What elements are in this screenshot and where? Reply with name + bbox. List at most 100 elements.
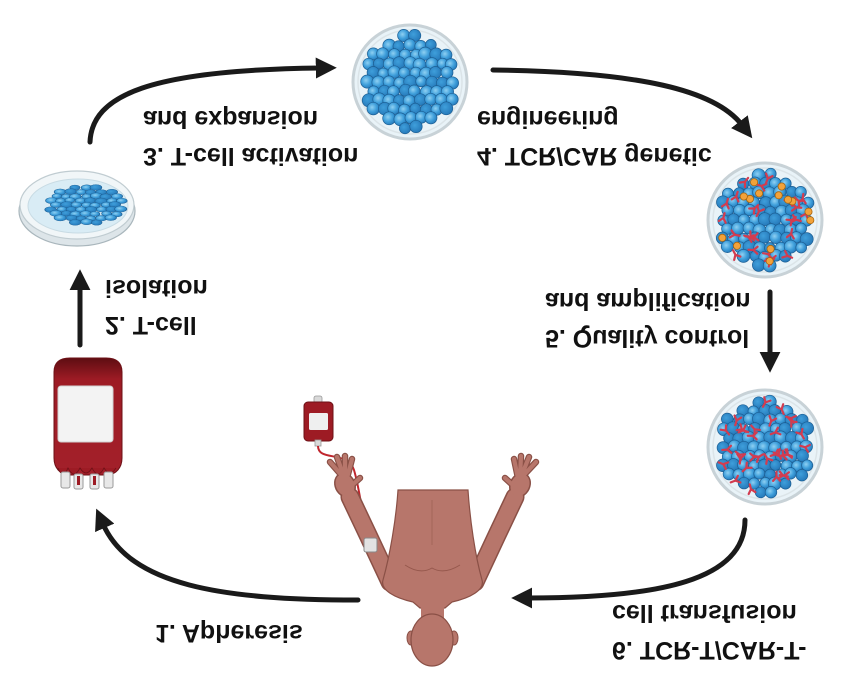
cell — [69, 219, 82, 226]
right-arm — [467, 489, 523, 590]
blood-bag-label — [57, 385, 114, 443]
car-receptor — [747, 245, 759, 255]
iv-bag-port — [314, 439, 322, 447]
car-receptor — [752, 453, 765, 463]
step-3-label: 3. T-cell activation and expansion — [143, 100, 358, 174]
dish-inner-rim — [357, 29, 463, 135]
cell — [89, 211, 101, 217]
car-receptor — [729, 474, 742, 484]
petri-dish-expansion-icon — [351, 23, 469, 141]
car-receptor — [763, 453, 774, 465]
cell-cluster — [716, 394, 814, 499]
car-receptor — [775, 403, 785, 415]
cell — [366, 101, 380, 116]
iv-cannula-icon — [363, 537, 378, 553]
cell-cluster — [44, 184, 128, 226]
car-receptor-group — [717, 172, 809, 268]
car-receptor — [747, 483, 757, 496]
antigen-particle — [765, 257, 774, 266]
cell — [439, 101, 454, 116]
step-6-line-2: cell transfusion — [612, 599, 797, 627]
car-receptor — [743, 234, 755, 243]
car-receptor — [728, 229, 741, 239]
car-engineered-cells-icon — [706, 161, 824, 279]
antigen-particle — [774, 191, 783, 200]
step-5-label: 5. Quality control and amplification — [545, 282, 751, 356]
car-receptor — [730, 190, 740, 203]
car-receptor — [755, 182, 768, 192]
car-receptor — [721, 444, 733, 454]
cell — [720, 240, 734, 253]
cell — [399, 122, 411, 135]
car-receptor — [733, 414, 743, 427]
step-3-line-2: and expansion — [143, 105, 319, 133]
car-receptor — [755, 205, 765, 218]
step-4-line-1: 4. TCR/CAR genetic — [477, 142, 712, 170]
car-receptor — [768, 414, 778, 427]
blood-bag-bottom-drips — [57, 467, 117, 475]
antigen-particle — [755, 189, 764, 198]
arrow-isolation-to-activation — [87, 57, 337, 145]
car-receptor — [735, 423, 748, 434]
car-receptor — [719, 424, 731, 436]
antigen-particle — [718, 233, 727, 242]
left-palm — [335, 473, 355, 497]
antigen-particle — [750, 178, 759, 187]
step-5-line-2: and amplification — [545, 287, 751, 315]
car-receptor — [746, 431, 758, 441]
petri-dish-small-icon — [18, 170, 136, 247]
cell-cluster — [360, 29, 459, 135]
cell — [800, 421, 814, 435]
patient-icon — [326, 452, 540, 667]
car-receptor — [769, 426, 782, 436]
cell — [116, 197, 128, 204]
head — [410, 613, 454, 667]
cell — [764, 486, 778, 499]
dish-inner-rim — [712, 394, 818, 500]
antigen-particle — [784, 195, 793, 204]
arrow-qc-to-transfusion — [511, 517, 748, 609]
blood-bag-icon — [53, 357, 123, 490]
step-3-line-1: 3. T-cell activation — [143, 142, 359, 170]
torso — [382, 489, 483, 609]
cell — [794, 186, 807, 199]
car-receptor — [790, 214, 802, 224]
step-1-label: 1. Apheresis — [155, 614, 303, 651]
step-6-label: 6. TCR-T/CAR-T- cell transfusion — [612, 594, 806, 668]
car-receptor — [781, 448, 793, 459]
car-receptor — [777, 470, 790, 480]
hands — [327, 453, 539, 490]
antigen-particle — [806, 216, 815, 225]
car-receptor — [731, 249, 742, 261]
cell — [114, 205, 128, 213]
cell — [111, 193, 123, 200]
car-receptor-group — [717, 396, 812, 496]
cell — [89, 184, 103, 191]
workflow-arrows — [69, 57, 781, 609]
car-receptor — [781, 249, 794, 259]
step-2-label: 2. T-cell isolation — [105, 269, 208, 343]
antigen-particle — [733, 241, 742, 250]
car-receptor — [799, 443, 812, 453]
right-palm — [510, 473, 530, 497]
cell — [801, 459, 814, 472]
car-receptor — [795, 427, 806, 440]
cell — [53, 214, 67, 222]
cell — [795, 469, 809, 482]
antigen-particle — [804, 207, 813, 216]
car-receptor — [797, 192, 807, 205]
left-arm — [342, 489, 398, 590]
cell — [769, 459, 782, 471]
iv-bag-label — [309, 413, 328, 430]
cell — [91, 219, 103, 226]
blood-in-ports — [77, 476, 96, 485]
car-receptor — [761, 396, 772, 408]
cell — [779, 477, 792, 490]
cell — [754, 486, 767, 499]
car-receptor — [738, 176, 750, 189]
step-1-line-1: 1. Apheresis — [155, 619, 303, 647]
car-receptor — [785, 414, 797, 424]
cell — [415, 75, 428, 88]
